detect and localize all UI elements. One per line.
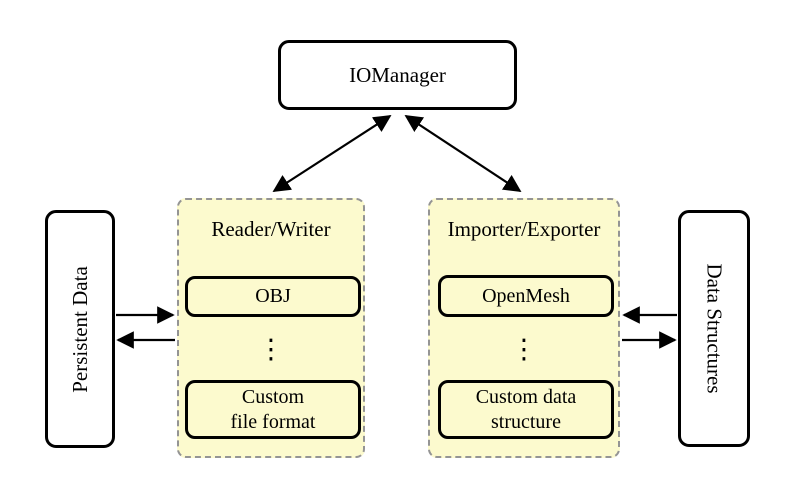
importer-exporter-group: Importer/Exporter OpenMesh ⋮ Custom data…: [428, 198, 620, 458]
custom-data-structure-line1: Custom data: [475, 385, 577, 408]
openmesh-label: OpenMesh: [482, 284, 570, 307]
obj-box: OBJ: [185, 276, 361, 317]
custom-file-format-line2: file format: [230, 410, 316, 433]
obj-label: OBJ: [255, 285, 291, 307]
custom-data-structure-line2: structure: [491, 410, 561, 433]
data-structures-box: Data Structures: [678, 210, 750, 447]
iomanager-label: IOManager: [349, 62, 446, 87]
custom-data-structure-box: Custom data structure: [438, 380, 614, 439]
reader-writer-vdots-icon: ⋮: [257, 333, 285, 365]
reader-writer-group: Reader/Writer OBJ ⋮ Custom file format: [177, 198, 365, 458]
persistent-data-label: Persistent Data: [67, 265, 92, 393]
openmesh-box: OpenMesh: [438, 275, 614, 317]
reader-writer-title: Reader/Writer: [211, 217, 331, 241]
importer-exporter-vdots-icon: ⋮: [510, 333, 538, 365]
custom-file-format-box: Custom file format: [185, 380, 361, 439]
iomanager-box: IOManager: [278, 40, 517, 110]
arrow-iomanager-importerexporter: [404, 115, 522, 192]
arrow-iomanager-readerwriter: [272, 115, 392, 192]
importer-exporter-title: Importer/Exporter: [447, 217, 601, 241]
custom-file-format-line1: Custom: [241, 385, 305, 408]
data-structures-label: Data Structures: [702, 263, 727, 394]
persistent-data-box: Persistent Data: [45, 210, 115, 448]
